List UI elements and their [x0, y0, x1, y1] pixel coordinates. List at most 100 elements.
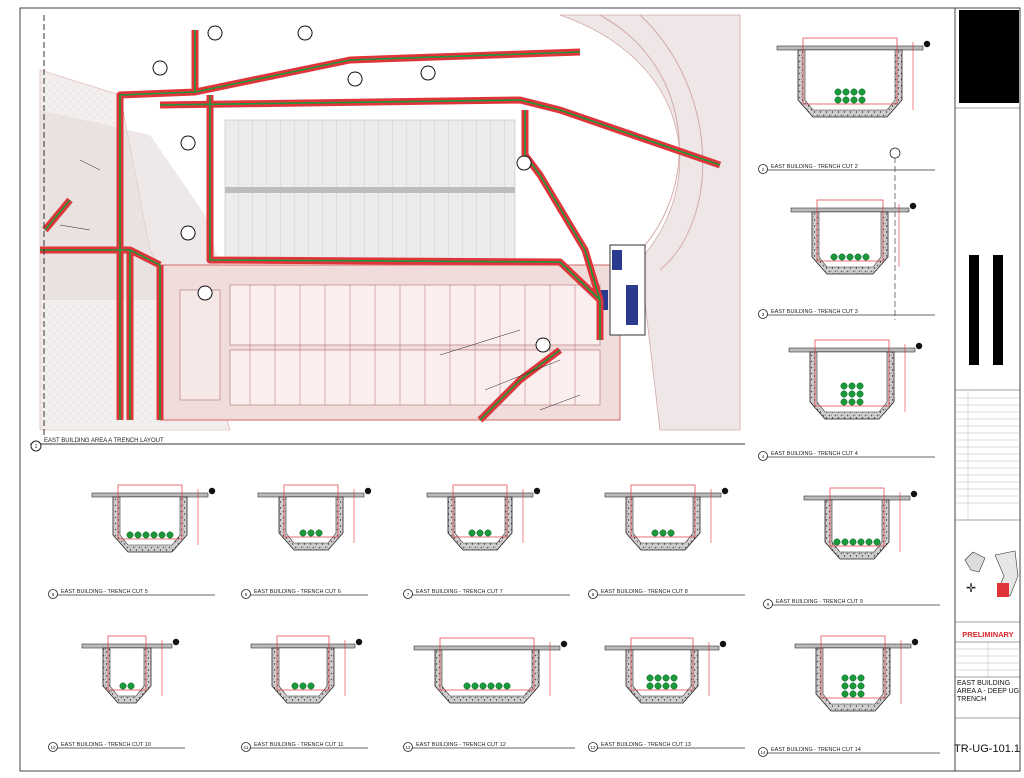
conduit	[834, 96, 842, 104]
firm-logo	[959, 10, 1019, 103]
conduit	[846, 253, 854, 261]
section-marker-icon	[721, 487, 729, 495]
key-plan: ✛	[964, 550, 1019, 597]
conduit	[487, 682, 495, 690]
detail-title: EAST BUILDING - TRENCH CUT 4	[771, 451, 858, 457]
detail-title: EAST BUILDING - TRENCH CUT 14	[771, 747, 861, 753]
detail-title: EAST BUILDING - TRENCH CUT 12	[416, 742, 506, 748]
conduit	[856, 398, 864, 406]
status-stamp: PRELIMINARY	[962, 630, 1013, 639]
conduit	[856, 382, 864, 390]
dimension-lines	[829, 487, 885, 547]
section-marker-icon	[910, 490, 918, 498]
conduit	[291, 682, 299, 690]
detail-title: EAST BUILDING - TRENCH CUT 8	[601, 589, 688, 595]
conduit	[646, 682, 654, 690]
conduit	[856, 390, 864, 398]
conduit	[134, 531, 142, 539]
conduit	[479, 682, 487, 690]
plan-number: 1	[35, 444, 38, 450]
dimension-lines	[276, 635, 330, 691]
conduit	[840, 390, 848, 398]
conduit	[857, 674, 865, 682]
detail-number: 3	[762, 312, 765, 317]
section-marker-icon	[719, 640, 727, 648]
conduit	[841, 690, 849, 698]
section-marker-icon	[355, 638, 363, 646]
conduit	[646, 674, 654, 682]
detail-number: 8	[592, 592, 595, 597]
detail-number: 12	[405, 745, 411, 750]
detail-number: 11	[244, 745, 249, 750]
trench-layout-plan: 1 EAST BUILDING AREA A TRENCH LAYOUT	[30, 14, 745, 452]
detail-number: 9	[767, 602, 770, 607]
conduit	[858, 88, 866, 96]
conduit	[299, 682, 307, 690]
conduit	[842, 88, 850, 96]
detail-number: 13	[590, 745, 596, 750]
conduit	[651, 529, 659, 537]
section-marker-icon	[923, 40, 931, 48]
conduit	[127, 682, 135, 690]
trench-cut-12: 12 EAST BUILDING - TRENCH CUT 12	[403, 637, 575, 752]
detail-title: EAST BUILDING - TRENCH CUT 5	[61, 589, 148, 595]
conduit	[858, 96, 866, 104]
conduit	[654, 682, 662, 690]
section-marker-icon	[533, 487, 541, 495]
conduit	[484, 529, 492, 537]
detail-title: EAST BUILDING - TRENCH CUT 7	[416, 589, 503, 595]
section-marker-icon	[364, 487, 372, 495]
detail-number: 10	[50, 745, 56, 750]
conduit	[495, 682, 503, 690]
conduit	[299, 529, 307, 537]
conduit	[667, 529, 675, 537]
conduit	[463, 682, 471, 690]
conduit	[468, 529, 476, 537]
section-marker-icon	[172, 638, 180, 646]
conduit	[857, 690, 865, 698]
detail-title: EAST BUILDING - TRENCH CUT 11	[254, 742, 343, 748]
conduit	[848, 390, 856, 398]
conduit	[476, 529, 484, 537]
trench-cut-4: 4 EAST BUILDING - TRENCH CUT 4	[758, 339, 935, 461]
trench-cut-11: 11 EAST BUILDING - TRENCH CUT 11	[241, 635, 368, 752]
consultant-logo	[969, 255, 979, 365]
conduit	[838, 253, 846, 261]
conduit	[840, 382, 848, 390]
conduit	[307, 682, 315, 690]
conduit	[654, 674, 662, 682]
conduit	[834, 88, 842, 96]
dimension-lines	[802, 37, 898, 105]
conduit	[158, 531, 166, 539]
conduit	[849, 690, 857, 698]
conduit	[119, 682, 127, 690]
title-block: ✛ PRELIMINARY EAST BUILDING AREA A - DEE…	[954, 7, 1021, 772]
detail-number: 2	[762, 167, 765, 172]
conduit	[307, 529, 315, 537]
dimension-lines	[283, 484, 339, 538]
conduit	[126, 531, 134, 539]
conduit	[830, 253, 838, 261]
detail-number: 6	[245, 592, 248, 597]
conduit	[857, 538, 865, 546]
sheet-title: EAST BUILDING AREA A - DEEP UG TRENCH	[957, 680, 1020, 703]
conduit	[849, 538, 857, 546]
dimension-lines	[816, 199, 884, 262]
detail-title: EAST BUILDING - TRENCH CUT 13	[601, 742, 691, 748]
conduit	[850, 96, 858, 104]
dimension-lines	[107, 635, 147, 691]
detail-number: 4	[762, 454, 765, 459]
conduit	[150, 531, 158, 539]
conduit	[670, 674, 678, 682]
conduit	[833, 538, 841, 546]
section-marker-icon	[208, 487, 216, 495]
conduit	[862, 253, 870, 261]
section-marker-icon	[560, 640, 568, 648]
